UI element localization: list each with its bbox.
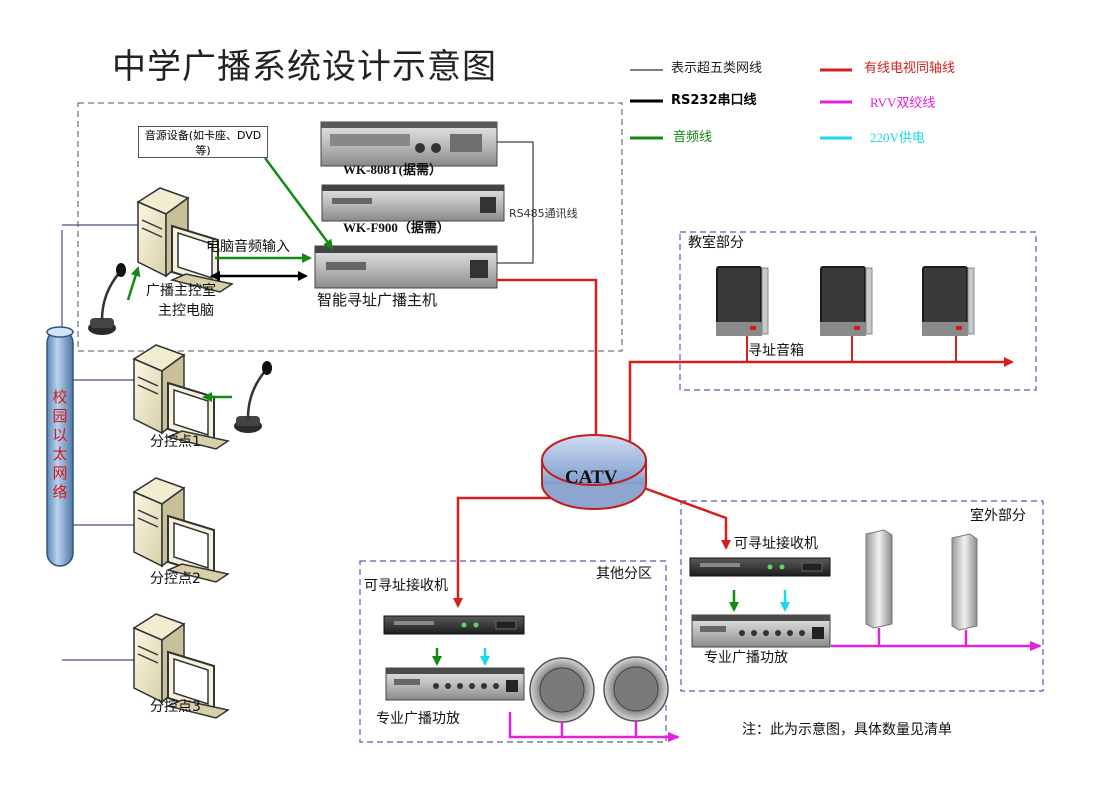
- other-amplifier-unit: [385, 667, 525, 701]
- rs485-line: [497, 141, 534, 264]
- sub-control-1-label: 分控点1: [150, 434, 201, 450]
- main-pc-label-1: 广播主控室: [146, 283, 216, 299]
- wk-f900-unit: [321, 184, 505, 222]
- column-speakers: [865, 529, 978, 631]
- outdoor-receiver-unit: [689, 557, 831, 577]
- classroom-box: [679, 231, 1037, 391]
- other-zone-box: [359, 560, 667, 743]
- sub-control-2-label: 分控点2: [150, 571, 201, 587]
- classroom-speaker-3: [921, 265, 975, 337]
- legend-label-rvv: RVV双绞线: [870, 95, 936, 110]
- main-mic-icon: [86, 261, 128, 337]
- other-receiver-unit: [383, 615, 525, 635]
- other-amplifier-label: 专业广播功放: [376, 711, 460, 727]
- rs485-label: RS485通讯线: [509, 207, 578, 220]
- footnote: 注：此为示意图，具体数量见清单: [742, 722, 952, 738]
- broadcast-host-unit: [314, 245, 498, 289]
- diagram-title: 中学广播系统设计示意图: [112, 47, 497, 87]
- legend-label-coax: 有线电视同轴线: [864, 61, 956, 76]
- audio-lines: [126, 157, 334, 402]
- sub2-pc-icon: [133, 477, 229, 583]
- outdoor-receiver-label: 可寻址接收机: [734, 536, 818, 552]
- legend-label-rs232: RS232串口线: [671, 93, 757, 108]
- main-pc-label-2: 主控电脑: [158, 303, 214, 319]
- pc-audio-input-label: 电脑音频输入: [206, 239, 290, 255]
- wk-808t-unit: [320, 121, 498, 167]
- coax-lines: [453, 278, 1014, 608]
- legend-label-audio: 音频线: [673, 130, 713, 145]
- classroom-speaker-2: [819, 265, 873, 337]
- ceiling-speakers: [529, 656, 669, 723]
- classroom-title: 教室部分: [688, 235, 744, 251]
- outdoor-amplifier-label: 专业广播功放: [704, 650, 788, 666]
- catv-label: CATV: [565, 467, 618, 488]
- outdoor-rvv-lines: [831, 628, 1042, 651]
- wk-f900-label: WK-F900（据需）: [343, 220, 450, 235]
- addressable-speaker-label: 寻址音箱: [748, 343, 804, 359]
- sub1-mic-icon: [232, 359, 274, 435]
- other-zone-title: 其他分区: [596, 566, 652, 582]
- network-lines: [61, 224, 138, 661]
- control-room-box: [77, 102, 623, 352]
- legend-label-cat5: 表示超五类网线: [671, 61, 763, 76]
- legend: [630, 68, 852, 140]
- outdoor-title: 室外部分: [970, 508, 1026, 524]
- source-device-box: 音源设备(如卡座、DVD等): [138, 126, 268, 158]
- other-receiver-label: 可寻址接收机: [364, 578, 448, 594]
- classroom-speaker-1: [715, 265, 769, 337]
- outdoor-box: [680, 500, 1044, 692]
- classroom-drops: [746, 336, 957, 362]
- host-label: 智能寻址广播主机: [317, 291, 438, 309]
- legend-label-power: 220V供电: [870, 130, 925, 145]
- ethernet-bus: [46, 326, 74, 567]
- outdoor-amplifier-unit: [691, 614, 831, 648]
- catv-hub: [541, 434, 647, 510]
- sub-control-3-label: 分控点3: [150, 699, 201, 715]
- ethernet-bus-label: 校园以太网络: [52, 388, 68, 501]
- other-rvv-lines: [508, 712, 680, 742]
- wk-808t-label: WK-808T(据需）: [343, 162, 442, 177]
